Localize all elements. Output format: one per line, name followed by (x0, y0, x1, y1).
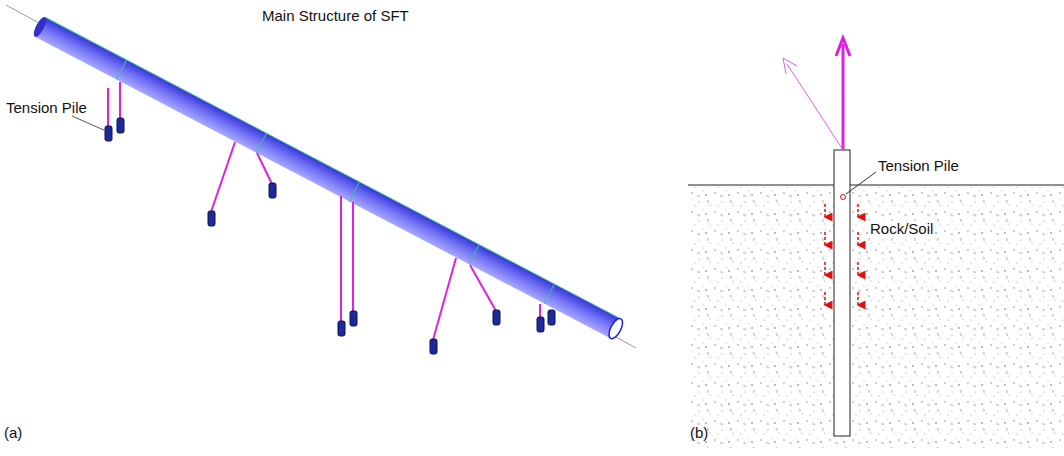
tension-tendons (108, 82, 551, 340)
part-label: Tension Pile (878, 158, 959, 175)
structure-label: Main Structure of SFT (262, 8, 409, 25)
sft-tube (6, 5, 636, 348)
pile-cylinders (105, 118, 555, 354)
pull-force-arrows (783, 38, 850, 150)
ground-surface (688, 185, 1064, 186)
rock-soil (690, 186, 1064, 448)
leader-line (72, 116, 106, 131)
material-label: Rock/Soil (868, 221, 935, 238)
part-label: Tension Pile (6, 100, 87, 117)
panel-label: (b) (690, 425, 708, 442)
panel-label: (a) (4, 425, 22, 442)
leader-line (846, 172, 876, 194)
skin-friction-arrows (825, 204, 858, 305)
measure-point (841, 195, 846, 200)
